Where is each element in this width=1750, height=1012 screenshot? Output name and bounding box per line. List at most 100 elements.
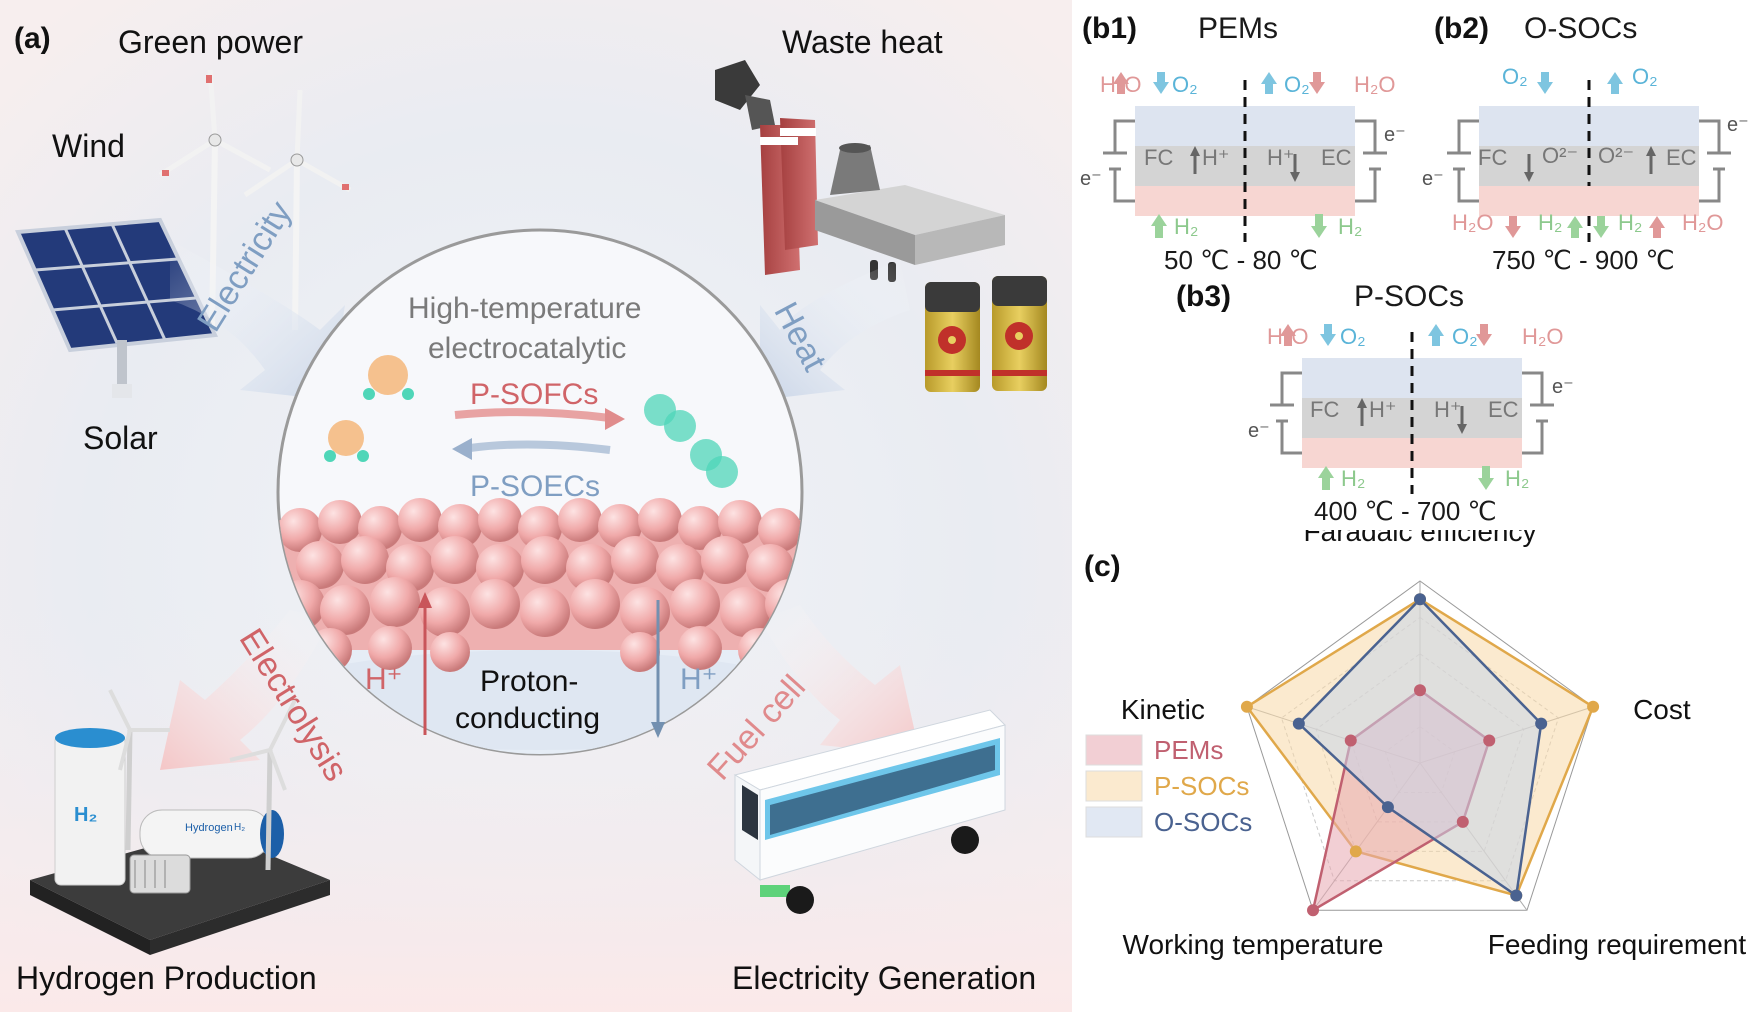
waste-heat-label: Waste heat — [782, 24, 943, 60]
electricity-generation-label: Electricity Generation — [732, 960, 1037, 996]
b1-title: PEMs — [1198, 12, 1279, 45]
b3-temperature: 400 ℃ - 700 ℃ — [1314, 496, 1497, 526]
b1-h2-right: H₂ — [1338, 214, 1363, 239]
b2-electron-left: e⁻ — [1422, 168, 1444, 190]
radar-point — [1292, 717, 1305, 730]
b1-electron-right: e⁻ — [1384, 124, 1406, 146]
radar-axis-label: Feeding requirement — [1488, 929, 1747, 960]
panel-a-illustration — [0, 0, 1072, 1012]
proton-conducting-line2: conducting — [455, 702, 601, 735]
b2-ec-label: EC — [1666, 145, 1697, 170]
b2-temperature: 750 ℃ - 900 ℃ — [1492, 245, 1675, 275]
heat-arrow-shape — [760, 260, 910, 400]
b1-hplus-left: H⁺ — [1202, 145, 1230, 170]
b3-electron-left: e⁻ — [1248, 420, 1270, 442]
b1-electron-left: e⁻ — [1080, 168, 1102, 190]
b2-fc-label: FC — [1478, 145, 1508, 170]
radar-axis-label: Faradaic efficiency — [1304, 530, 1537, 547]
radar-point — [1510, 889, 1523, 902]
b3-o2-left: O₂ — [1340, 324, 1366, 349]
b1-ec-label: EC — [1321, 145, 1352, 170]
cylinder-label: Hydrogen — [185, 822, 233, 834]
b3-hplus-left: H⁺ — [1369, 397, 1397, 422]
b1-hplus-right: H⁺ — [1267, 145, 1295, 170]
legend-label: O-SOCs — [1154, 807, 1252, 837]
b2-o2-left: O₂ — [1502, 64, 1528, 89]
radar-point — [1587, 700, 1600, 713]
radar-point — [1381, 801, 1394, 814]
radar-axis-label: Cost — [1633, 694, 1691, 725]
h-plus-right-label: H⁺ — [680, 663, 718, 696]
tank-h2-label: H₂ — [74, 804, 98, 826]
c-letter: (c) — [1084, 550, 1121, 583]
radar-series-o-socs — [1297, 597, 1543, 898]
green-power-label: Green power — [118, 24, 303, 60]
radar-point — [1483, 734, 1496, 747]
panel-a-letter: (a) — [14, 22, 51, 55]
b2-o2ion-right: O²⁻ — [1598, 143, 1635, 168]
b1-fc-label: FC — [1144, 145, 1174, 170]
circle-title-line1: High-temperature — [408, 292, 642, 325]
b3-h2-right: H₂ — [1505, 466, 1530, 491]
panel-b: (b1) PEMs H₂O O₂ O₂ H₂O FC H⁺ H⁺ EC e⁻ e… — [1072, 0, 1750, 530]
radar-point — [1535, 717, 1548, 730]
b3-ec-label: EC — [1488, 397, 1519, 422]
b1-letter: (b1) — [1082, 12, 1137, 45]
electricity-arrow-shape — [170, 240, 345, 400]
b1-temperature: 50 ℃ - 80 ℃ — [1164, 245, 1318, 275]
b2-cell — [1445, 72, 1733, 244]
b3-fc-label: FC — [1310, 397, 1340, 422]
h-plus-left-label: H⁺ — [365, 663, 403, 696]
legend-label: PEMs — [1154, 735, 1223, 765]
solar-panel — [15, 217, 219, 398]
b3-title: P-SOCs — [1354, 280, 1465, 313]
b3-h2-left: H₂ — [1341, 466, 1366, 491]
legend-swatch — [1085, 806, 1143, 838]
b3-o2-right: O₂ — [1452, 324, 1478, 349]
radar-point — [1344, 734, 1357, 747]
panel-a: (a) Green power Wind Solar Waste heat Hy… — [0, 0, 1072, 1012]
solar-label: Solar — [83, 420, 158, 456]
psoecs-label: P-SOECs — [470, 470, 601, 503]
radar-point — [1414, 593, 1426, 606]
radar-point — [1240, 700, 1253, 713]
b1-o2-left: O₂ — [1172, 72, 1198, 97]
radar-point — [1456, 815, 1469, 828]
legend-label: P-SOCs — [1154, 771, 1249, 801]
proton-conducting-line1: Proton- — [480, 665, 579, 698]
wind-label: Wind — [52, 128, 125, 164]
fuel-cell-arrow-shape — [760, 605, 920, 755]
hydrogen-production-label: Hydrogen Production — [16, 960, 317, 996]
wind-turbines — [158, 69, 352, 331]
b1-h2-left: H₂ — [1174, 214, 1199, 239]
b2-o2ion-left: O²⁻ — [1542, 143, 1579, 168]
radar-point — [1414, 684, 1426, 697]
radar-point — [1307, 904, 1320, 917]
radar-axis-label: Kinetic — [1121, 694, 1205, 725]
b2-h2-right: H₂ — [1618, 210, 1643, 235]
radar-grid-ring — [1246, 580, 1594, 911]
b1-h2o-right: H₂O — [1354, 72, 1396, 97]
b3-electron-right: e⁻ — [1552, 376, 1574, 398]
legend-swatch — [1085, 734, 1143, 766]
b3-h2o-left: H₂O — [1267, 324, 1309, 349]
b2-h2o-right: H₂O — [1682, 210, 1724, 235]
circle-title-line2: electrocatalytic — [428, 332, 627, 365]
b1-cell — [1101, 72, 1389, 244]
b3-letter: (b3) — [1176, 280, 1231, 313]
cylinder-sub-label: H₂ — [234, 822, 246, 833]
radioactive-barrels — [925, 276, 1047, 392]
b3-cell — [1268, 324, 1556, 496]
bus — [733, 709, 1006, 914]
b2-electron-right: e⁻ — [1727, 114, 1749, 136]
b1-o2-right: O₂ — [1284, 72, 1310, 97]
radar-point — [1349, 845, 1362, 858]
b2-title: O-SOCs — [1524, 12, 1638, 45]
b2-h2o-left: H₂O — [1452, 210, 1494, 235]
b3-hplus-right: H⁺ — [1434, 397, 1462, 422]
b2-h2-left: H₂ — [1538, 210, 1563, 235]
b3-h2o-right: H₂O — [1522, 324, 1564, 349]
b2-o2-right: O₂ — [1632, 64, 1658, 89]
